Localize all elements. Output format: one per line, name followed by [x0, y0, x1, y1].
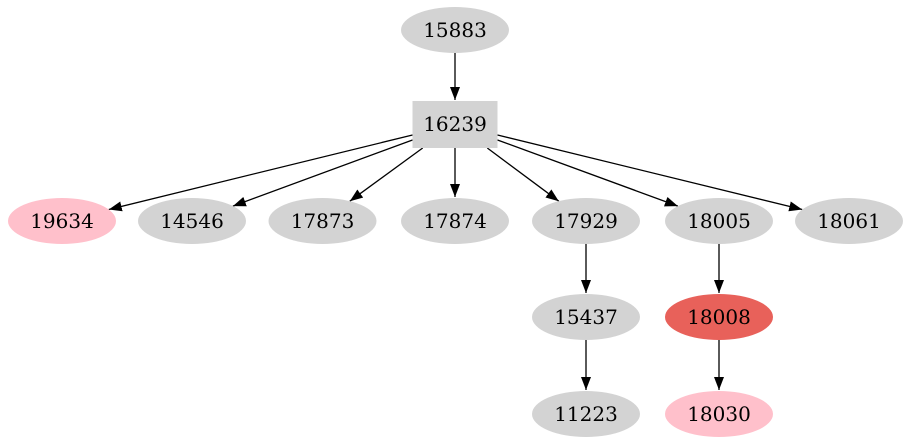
node-16239-label: 16239 — [423, 112, 487, 136]
edge-layer — [108, 53, 803, 390]
node-16239-shape — [412, 101, 498, 148]
node-18030-label: 18030 — [687, 402, 751, 426]
node-18008-shape — [665, 294, 773, 340]
node-15437-label: 15437 — [554, 305, 618, 329]
node-17874-label: 17874 — [423, 209, 487, 233]
node-layer: 15883 16239 19634 14546 17873 17874 — [8, 7, 903, 437]
edge-16239-17929 — [486, 147, 560, 202]
node-11223-label: 11223 — [554, 402, 618, 426]
node-14546: 14546 — [138, 198, 246, 244]
node-18008: 18008 — [665, 294, 773, 340]
node-11223: 11223 — [532, 391, 640, 437]
node-15883: 15883 — [401, 7, 509, 53]
node-19634-shape — [8, 198, 116, 244]
edge-16239-18061 — [497, 134, 803, 212]
node-14546-shape — [138, 198, 246, 244]
node-15883-shape — [401, 7, 509, 53]
node-18061-shape — [795, 198, 903, 244]
node-19634-label: 19634 — [30, 209, 94, 233]
node-17873-label: 17873 — [291, 209, 355, 233]
node-15437: 15437 — [532, 294, 640, 340]
node-18005: 18005 — [665, 198, 773, 244]
node-18030-shape — [665, 391, 773, 437]
node-15437-shape — [532, 294, 640, 340]
edge-16239-18005 — [497, 139, 679, 207]
node-18008-label: 18008 — [687, 305, 751, 329]
node-18061-label: 18061 — [817, 209, 881, 233]
node-11223-shape — [532, 391, 640, 437]
node-16239: 16239 — [412, 101, 498, 148]
edge-16239-19634 — [108, 134, 413, 212]
edge-16239-17873 — [349, 147, 424, 202]
node-18030: 18030 — [665, 391, 773, 437]
node-17873: 17873 — [268, 198, 377, 244]
node-18005-shape — [665, 198, 773, 244]
edge-16239-14546 — [232, 139, 413, 207]
node-14546-label: 14546 — [160, 209, 224, 233]
node-17929-label: 17929 — [554, 209, 618, 233]
node-17929: 17929 — [532, 198, 640, 244]
node-17874: 17874 — [401, 198, 509, 244]
node-15883-label: 15883 — [423, 18, 487, 42]
node-17873-shape — [268, 198, 377, 244]
node-18005-label: 18005 — [687, 209, 751, 233]
node-18061: 18061 — [795, 198, 903, 244]
node-17929-shape — [532, 198, 640, 244]
node-19634: 19634 — [8, 198, 116, 244]
node-17874-shape — [401, 198, 509, 244]
